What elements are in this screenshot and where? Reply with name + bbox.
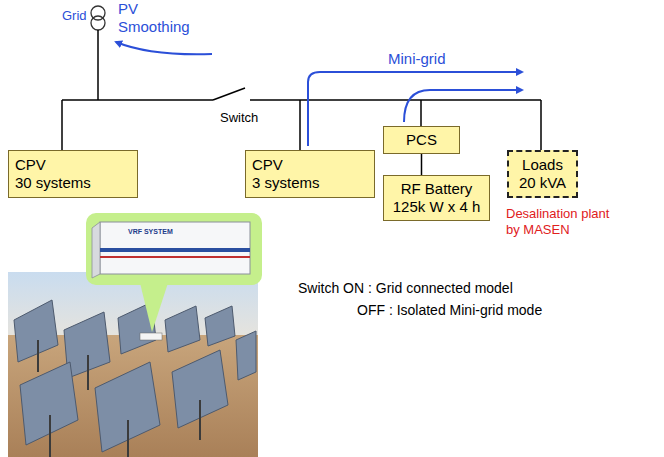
wire-connector (421, 154, 423, 175)
battery-box: RF Battery125k W x 4 h (383, 175, 490, 221)
node-text: PCS (406, 131, 437, 149)
battery-container (100, 222, 250, 274)
process-box: CPV3 systems (245, 150, 375, 198)
callout-pointer (140, 283, 168, 332)
wire (420, 100, 422, 126)
node-text: CPV (15, 156, 46, 174)
node-text: 30 systems (15, 174, 91, 192)
wire (61, 100, 63, 150)
switch-blade (213, 88, 245, 100)
note-text: Desalination plant by MASEN (506, 206, 624, 237)
node-text: 20 kVA (519, 174, 566, 192)
note-text: Switch ON : Grid connected model (298, 280, 513, 297)
wire (540, 100, 542, 150)
flow-label: PV Smoothing (118, 0, 200, 36)
container-stripe (100, 248, 250, 252)
transformer-coil (91, 16, 105, 30)
bus-wire (62, 99, 213, 101)
battery-container-side (92, 222, 100, 278)
node-text: Loads (522, 156, 563, 174)
pv-smoothing-arrow (116, 42, 212, 54)
node-text: CPV (252, 156, 283, 174)
process-box: CPV30 systems (8, 150, 138, 198)
converter-box: PCS (383, 126, 460, 154)
node-text: RF Battery (401, 180, 473, 198)
wire (97, 30, 99, 100)
photo-ground (8, 335, 258, 457)
callout-highlight (86, 213, 262, 285)
mini-grid-arrow (404, 90, 522, 122)
container-in-photo (140, 333, 162, 340)
grid-label: Grid (62, 8, 87, 24)
node-text: 3 systems (252, 174, 320, 192)
wire (299, 100, 301, 150)
switch-label: Switch (220, 110, 258, 126)
container-stripe (100, 256, 250, 258)
photo-text: VRF SYSTEM (128, 228, 173, 236)
bus-wire (250, 99, 541, 101)
load-box: Loads20 kVA (507, 150, 578, 198)
flow-label: Mini-grid (388, 50, 446, 68)
tracker-posts (38, 340, 200, 457)
node-text: 125k W x 4 h (393, 198, 481, 216)
note-text: OFF : Isolated Mini-grid mode (357, 302, 542, 319)
